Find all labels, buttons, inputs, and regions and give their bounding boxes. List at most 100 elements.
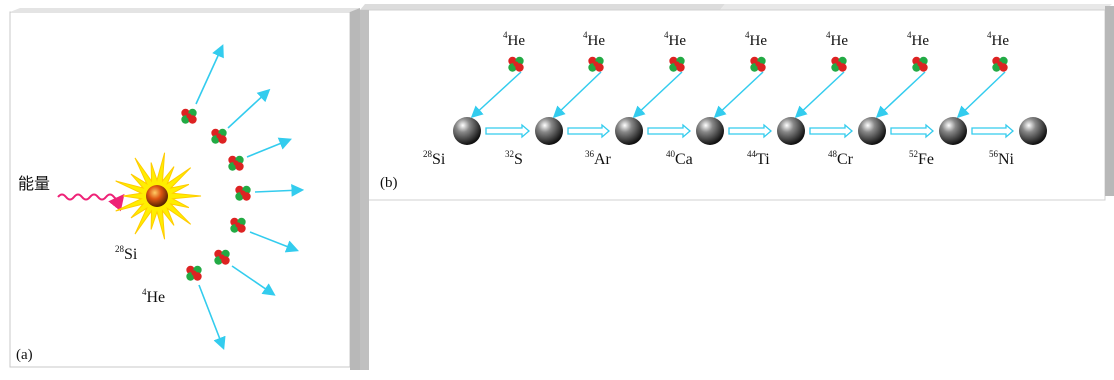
alpha-particle [508,56,524,72]
alpha-particle [228,155,244,171]
alpha-particle [588,56,604,72]
panel-b-divider [1105,6,1114,196]
capture-arrow [552,71,602,119]
nucleus-label: 36Ar [585,150,611,168]
helium-symbol: He [507,33,526,49]
nucleus-label: 56Ni [989,150,1014,168]
helium-mass: 4 [826,30,831,40]
nucleus-ni [1019,117,1047,145]
panel-b-caption: (b) [380,175,398,191]
helium-symbol: He [587,33,606,49]
nucleus-label: 40Ca [666,150,693,168]
helium-label: 4He [664,31,686,49]
capture-arrow [956,71,1006,119]
helium-label: 4He [907,31,929,49]
helium-label: 4He [745,31,767,49]
panel-a: 能量 28Si 4He (a) [0,0,360,375]
panel-b-top-edge-right [720,4,1112,10]
emitted-helium-label: 4He [142,287,166,306]
nucleus-symbol: Ti [756,151,770,168]
alpha-particle [750,56,766,72]
nucleus-label: 48Cr [828,150,853,168]
helium-mass: 4 [987,30,992,40]
helium-label: 4He [987,31,1009,49]
capture-arrow [632,71,683,119]
alpha-particle [912,56,928,72]
alpha-particle [831,56,847,72]
emission-arrow [231,265,276,296]
helium-mass: 4 [503,30,508,40]
alpha-capture-chain [453,56,1047,145]
alpha-particle [211,128,227,144]
nucleus-mass: 36 [585,149,594,159]
target-nucleus-label: 28Si [115,244,138,263]
transfer-arrow [567,123,610,139]
nucleus-mass: 52 [909,149,918,159]
alpha-particle [992,56,1008,72]
nucleus-s [535,117,563,145]
helium-label: 4He [503,31,525,49]
panel-a-top-edge [10,8,360,12]
nucleus-fe [939,117,967,145]
emission-arrow [195,44,224,105]
emission-arrow [227,88,271,129]
nucleus-ca [696,117,724,145]
helium-label: 4He [826,31,848,49]
nucleus-mass: 44 [747,149,756,159]
capture-arrow [875,71,926,119]
helium-mass: 4 [664,30,669,40]
emission-arrow [198,284,226,350]
nucleus-label: 44Ti [747,150,770,168]
nucleus-symbol: Fe [918,151,934,168]
capture-arrow [794,71,845,119]
panel-b-top-edge-left [360,4,725,10]
nucleus-label: 32S [505,150,523,168]
nucleus-mass: 32 [505,149,514,159]
helium-mass: 4 [907,30,912,40]
nucleus-symbol: Ar [594,151,611,168]
nucleus-symbol: Ni [998,151,1014,168]
emission-arrow [249,231,299,253]
transfer-arrow [728,123,772,139]
alpha-particle [214,249,230,265]
helium-symbol: He [830,33,849,49]
starburst [115,152,202,240]
transfer-arrow [971,123,1014,139]
nucleus-symbol: Cr [837,151,853,168]
capture-arrow [470,71,522,119]
photon-wave [57,193,125,212]
alpha-particle [230,217,246,233]
panel-a-divider [350,8,360,370]
photon-label: 能量 [18,176,51,193]
helium-mass: 4 [745,30,750,40]
nucleus-label: 52Fe [909,150,934,168]
helium-label: 4He [583,31,605,49]
helium-mass: 4 [583,30,588,40]
alpha-particle [669,56,685,72]
alpha-particle [186,265,202,281]
alpha-particle [181,108,197,124]
panel-b-left-edge [360,10,369,370]
nucleus-mass: 40 [666,149,675,159]
capture-arrow [713,71,764,119]
nucleus-mass: 56 [989,149,998,159]
panel-b-diagram [359,4,1114,370]
nucleus-symbol: Si [432,151,446,168]
nucleus-symbol: S [514,151,523,168]
emission-arrow [246,137,292,158]
emission-arrow [254,184,305,197]
helium-symbol: He [991,33,1010,49]
transfer-arrow [485,123,530,139]
panel-a-diagram [9,8,360,370]
alpha-particle [235,185,251,201]
silicon-nucleus [146,185,168,207]
helium-symbol: He [749,33,768,49]
transfer-arrow [890,123,934,139]
helium-symbol: He [668,33,687,49]
transfer-arrow [809,123,853,139]
nucleus-mass: 28 [423,149,432,159]
nucleus-ar [615,117,643,145]
helium-symbol: He [911,33,930,49]
panel-a-caption: (a) [16,347,33,363]
